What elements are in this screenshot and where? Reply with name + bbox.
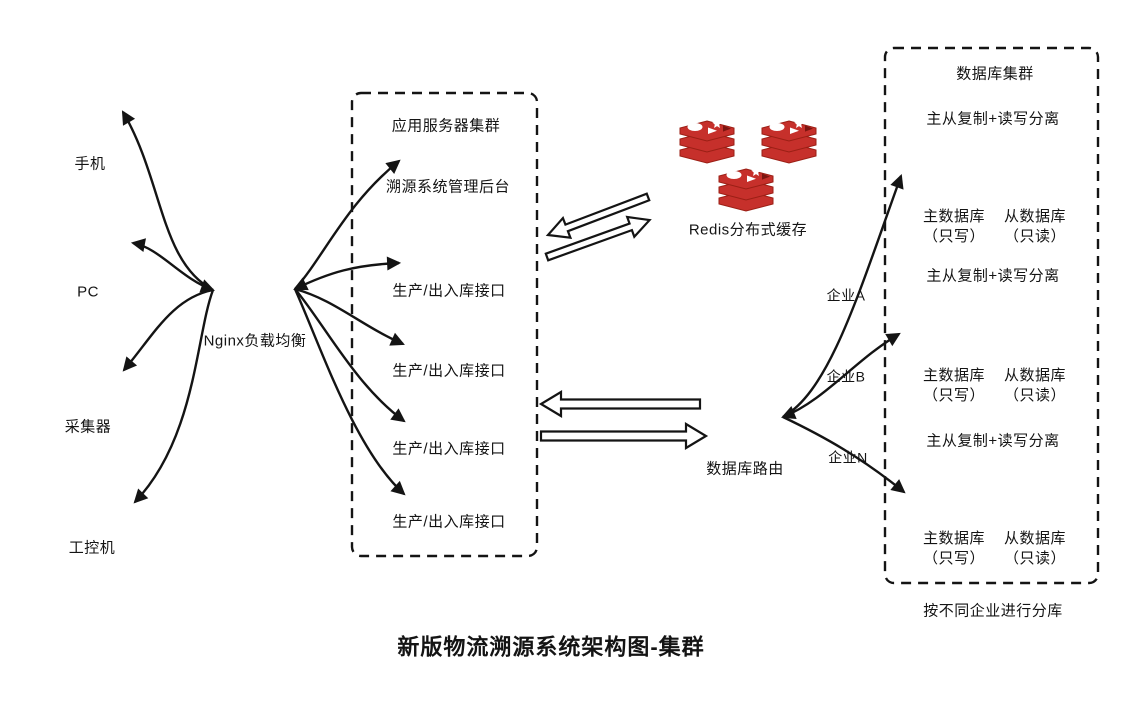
app-cluster-title: 应用服务器集群 — [391, 117, 501, 135]
hollow-arrow-app-to-router — [539, 422, 709, 450]
db-master-2: 主数据库 （只写） — [923, 529, 985, 569]
hollow-arrow-to-cache — [544, 215, 652, 262]
arrow-app-api2 — [294, 287, 405, 346]
app-node-api-1: 生产/出入库接口 — [392, 282, 506, 300]
db-replication-label-2: 主从复制+读写分离 — [926, 432, 1060, 450]
db-replication-label-0: 主从复制+读写分离 — [926, 110, 1060, 128]
db-cluster-title: 数据库集群 — [956, 65, 1034, 83]
enterprise-fan-arrows — [781, 174, 906, 494]
db-slave-name: 从数据库 — [1003, 208, 1067, 225]
db-slave-0: 从数据库 （只读） — [1004, 207, 1066, 247]
app-node-api-2: 生产/出入库接口 — [392, 362, 506, 380]
db-master-name: 主数据库 — [922, 208, 986, 225]
redis-node-icon — [761, 118, 817, 164]
db-slave-mode: （只读） — [1003, 387, 1067, 404]
hollow-arrow-router-to-app — [538, 390, 702, 418]
nginx-load-balancer-label: Nginx负载均衡 — [203, 332, 307, 350]
client-label-phone: 手机 — [74, 155, 106, 173]
db-master-name: 主数据库 — [922, 530, 986, 547]
db-slave-mode: （只读） — [1003, 550, 1067, 567]
redis-cluster-icon — [679, 118, 817, 212]
db-slave-2: 从数据库 （只读） — [1004, 529, 1066, 569]
db-master-name: 主数据库 — [922, 367, 986, 384]
db-master-0: 主数据库 （只写） — [923, 207, 985, 247]
enterprise-a-label: 企业A — [826, 287, 866, 304]
client-fan-arrows — [121, 110, 215, 504]
app-node-admin-backend: 溯源系统管理后台 — [385, 178, 511, 196]
db-cluster-box — [883, 46, 1100, 585]
db-master-mode: （只写） — [922, 387, 986, 404]
cache-sync-arrows — [544, 192, 652, 262]
app-node-api-4: 生产/出入库接口 — [392, 513, 506, 531]
redis-node-icon — [718, 166, 774, 212]
arrow-nginx-phone — [121, 110, 214, 292]
db-slave-mode: （只读） — [1003, 228, 1067, 245]
diagram-title: 新版物流溯源系统架构图-集群 — [397, 634, 705, 660]
db-master-mode: （只写） — [922, 228, 986, 245]
client-label-collector: 采集器 — [64, 418, 112, 436]
app-cluster-box — [350, 91, 539, 558]
arrow-app-api1 — [293, 256, 402, 291]
arrow-app-api4 — [293, 288, 406, 496]
arrow-nginx-ipc — [133, 289, 215, 504]
hollow-arrow-to-app — [545, 192, 651, 240]
enterprise-b-label: 企业B — [826, 368, 866, 385]
client-label-industrial-pc: 工控机 — [68, 539, 116, 557]
db-router-label: 数据库路由 — [706, 460, 784, 478]
redis-cache-label: Redis分布式缓存 — [688, 221, 808, 239]
db-slave-name: 从数据库 — [1003, 367, 1067, 384]
router-arrows — [538, 390, 709, 450]
client-label-pc: PC — [77, 283, 99, 301]
enterprise-n-label: 企业N — [828, 449, 868, 466]
db-sharding-footnote: 按不同企业进行分库 — [923, 602, 1063, 620]
arrow-nginx-pc — [130, 238, 215, 293]
arrow-enterprise-b — [781, 332, 901, 420]
app-node-api-3: 生产/出入库接口 — [392, 440, 506, 458]
db-master-mode: （只写） — [922, 550, 986, 567]
db-slave-name: 从数据库 — [1003, 530, 1067, 547]
arrow-enterprise-n — [782, 415, 906, 494]
db-replication-label-1: 主从复制+读写分离 — [926, 267, 1060, 285]
db-master-1: 主数据库 （只写） — [923, 366, 985, 406]
db-slave-1: 从数据库 （只读） — [1004, 366, 1066, 406]
arrow-nginx-collector — [122, 288, 214, 372]
redis-node-icon — [679, 118, 735, 164]
app-fan-arrows — [293, 159, 406, 496]
arrow-app-api3 — [294, 288, 406, 423]
